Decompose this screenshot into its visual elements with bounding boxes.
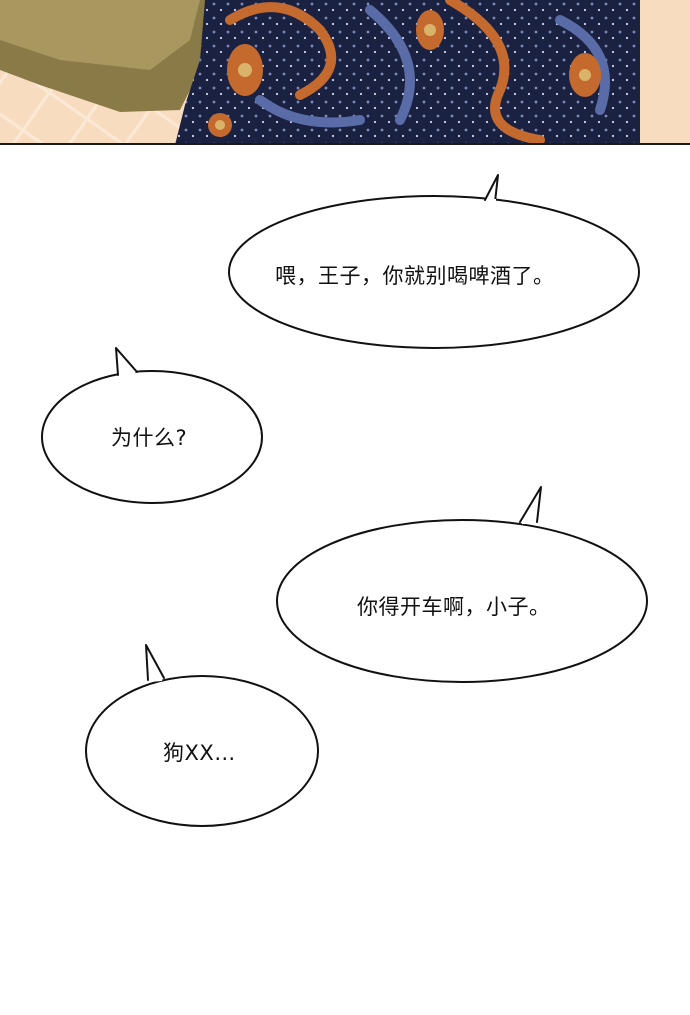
- speech-bubble-3: [276, 486, 648, 683]
- speech-bubble-1-text: 喂，王子，你就别喝啤酒了。: [275, 264, 555, 288]
- speech-bubble-2: [41, 347, 263, 504]
- comic-panel-top: [0, 0, 690, 145]
- speech-bubble-4-text: 狗XX…: [163, 741, 236, 765]
- speech-bubble-4: [85, 644, 319, 827]
- paisley-shirt-illustration: [0, 0, 690, 143]
- speech-bubble-1: [228, 174, 640, 349]
- speech-bubble-2-text: 为什么?: [111, 426, 188, 450]
- speech-bubbles-graphics: [41, 174, 648, 827]
- speech-bubble-3-text: 你得开车啊，小子。: [357, 595, 551, 619]
- dialogue-area: 喂，王子，你就别喝啤酒了。 为什么? 你得开车啊，小子。 狗XX…: [0, 145, 690, 1015]
